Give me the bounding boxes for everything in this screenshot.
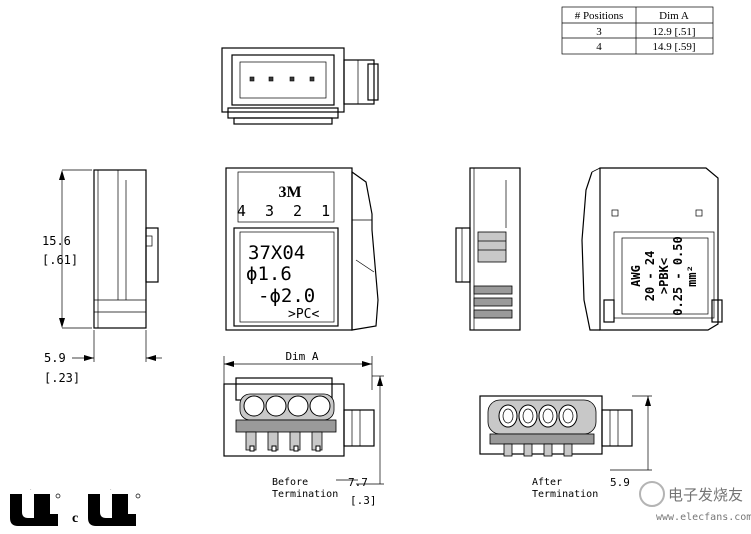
ul-mark-text: UL: [30, 489, 32, 491]
dim-a-label: Dim A: [285, 350, 318, 363]
height-dimension: 15.6: [42, 234, 71, 248]
table-header-dim: Dim A: [659, 10, 689, 22]
side-view-left: 15.6 [.61] 5.9 [.23]: [42, 169, 162, 385]
table-header-positions: # Positions: [575, 10, 624, 22]
brand-logo: 3M: [278, 184, 301, 201]
table-cell: 12.9 [.51]: [652, 26, 695, 38]
table-border: [561, 6, 714, 55]
before-termination-view: Dim A 7.7 [.3] Before Termination: [223, 350, 384, 507]
height-dimension-inches: [.61]: [42, 253, 78, 267]
side-view-right: [455, 167, 521, 331]
width-dimension: 5.9: [44, 351, 66, 365]
table-cell: 3: [596, 26, 602, 38]
material-code: >PC<: [288, 307, 319, 322]
after-height-dim: 5.9: [610, 476, 630, 489]
after-caption: After: [532, 477, 562, 488]
before-caption: Before: [272, 477, 308, 488]
awg-material: >PBK<: [657, 258, 671, 294]
watermark-url: www.elecfans.com: [656, 512, 751, 523]
part-number: 37X04: [248, 242, 305, 264]
watermark: 电子发烧友 www.elecfans.com: [639, 481, 751, 523]
dimension-table: # Positions Dim A 3 12.9 [.51] 4 14.9 [.…: [561, 6, 714, 55]
before-caption-line2: Termination: [272, 489, 338, 500]
table-cell: 14.9 [.59]: [652, 41, 695, 53]
before-height-dim-inches: [.3]: [350, 494, 377, 507]
certification-marks: c UL UL: [10, 489, 141, 526]
awg-label: AWG: [629, 265, 643, 287]
top-view: [221, 47, 379, 125]
table-cell: 4: [596, 41, 602, 53]
width-dimension-inches: [.23]: [44, 371, 80, 385]
diameter-max: -ϕ2.0: [258, 285, 315, 307]
after-termination-view: 5.9 After Termination: [479, 395, 652, 500]
cul-logo-icon: [88, 494, 124, 526]
side-view-awg: AWG 20 - 24 >PBK< 0.25 - 0.50 mm²: [581, 167, 723, 331]
mm2-unit: mm²: [685, 265, 699, 287]
awg-range: 20 - 24: [643, 251, 657, 302]
watermark-logo-icon: [639, 481, 665, 507]
diameter-min: ϕ1.6: [246, 263, 292, 285]
watermark-text: 电子发烧友: [668, 486, 743, 504]
before-height-dim: 7.7: [348, 476, 368, 489]
c-prefix: c: [72, 511, 78, 526]
cul-mark-text: UL: [110, 489, 112, 491]
position-numbers: 4 3 2 1: [237, 202, 335, 220]
after-caption-line2: Termination: [532, 489, 598, 500]
mm2-range: 0.25 - 0.50: [671, 236, 685, 315]
front-view: 3M 4 3 2 1 37X04 ϕ1.6 -ϕ2.0 >PC<: [225, 167, 379, 331]
ul-logo-icon: [10, 494, 46, 526]
